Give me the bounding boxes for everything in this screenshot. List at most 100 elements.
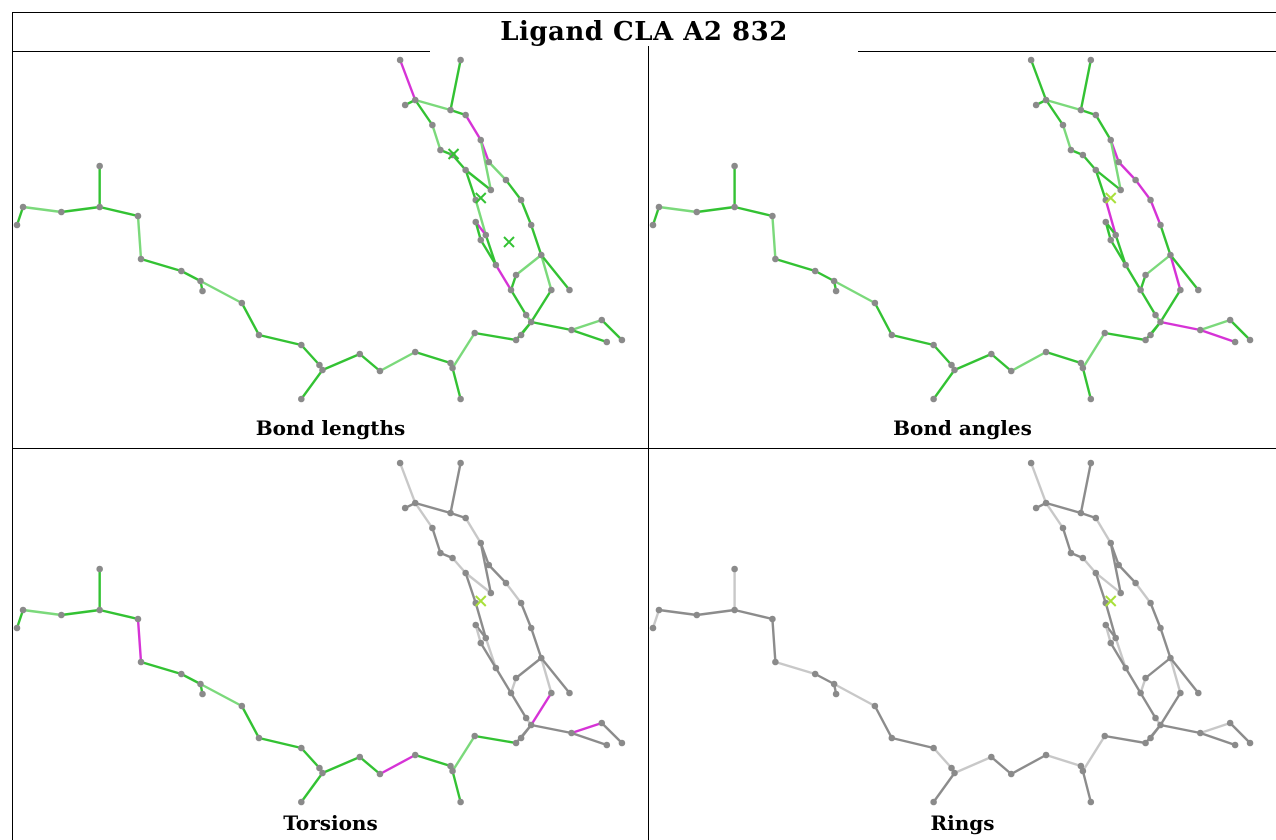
bond: [600, 721, 624, 745]
atom: [1079, 767, 1087, 775]
atom: [948, 361, 955, 369]
bond: [695, 608, 736, 617]
bond: [300, 368, 324, 401]
bond: [494, 666, 513, 695]
bond: [1081, 331, 1106, 370]
atom: [598, 719, 606, 727]
atom: [618, 336, 626, 344]
bond: [378, 753, 417, 776]
atom: [693, 611, 701, 619]
bond: [136, 214, 143, 261]
bond: [953, 352, 993, 372]
bond: [932, 771, 956, 804]
atom: [1117, 186, 1124, 194]
atom: [512, 674, 520, 682]
ring-center-marker: [447, 148, 460, 160]
atom: [447, 106, 454, 114]
bond: [529, 691, 553, 727]
atom: [1137, 286, 1144, 294]
atom: [401, 101, 409, 109]
atom: [477, 136, 485, 144]
atom: [477, 639, 485, 647]
atom: [1157, 318, 1164, 326]
bond: [494, 263, 513, 292]
atom: [1079, 364, 1087, 372]
atom: [1142, 739, 1149, 747]
atom: [447, 509, 454, 517]
bond: [570, 721, 603, 735]
atom: [502, 579, 510, 587]
atom: [930, 341, 937, 349]
bond: [487, 563, 508, 585]
atom: [655, 203, 663, 211]
grid-divider-vertical: [648, 46, 649, 840]
bond: [321, 352, 361, 372]
bond: [1010, 753, 1048, 776]
atom: [1042, 348, 1050, 356]
atom: [96, 565, 103, 573]
bond: [519, 601, 533, 630]
atom: [482, 231, 490, 239]
bond: [451, 734, 476, 773]
atom: [492, 664, 500, 672]
atom: [1027, 56, 1035, 64]
bond: [451, 153, 467, 172]
atom: [832, 690, 840, 698]
atom: [1032, 504, 1040, 512]
bond: [139, 257, 183, 273]
bond: [240, 301, 261, 337]
atom: [772, 658, 779, 666]
bond: [1044, 501, 1083, 515]
atom: [1087, 798, 1095, 806]
atom: [449, 364, 456, 372]
bond: [1149, 198, 1162, 227]
atom: [199, 690, 206, 698]
bond: [464, 516, 482, 545]
atom: [1067, 549, 1075, 557]
atom: [96, 162, 103, 170]
atom: [1196, 326, 1204, 334]
bond: [21, 205, 63, 214]
atom: [871, 299, 879, 307]
atom: [137, 255, 145, 263]
atom: [1107, 136, 1115, 144]
bond: [414, 350, 452, 365]
atom: [888, 734, 896, 742]
bond: [464, 168, 493, 192]
bond: [431, 526, 442, 555]
grid-divider-horizontal: [12, 448, 1276, 449]
bond: [514, 656, 543, 680]
bond: [890, 736, 935, 750]
atom: [376, 770, 384, 778]
bond: [529, 723, 573, 735]
bond: [1159, 723, 1202, 735]
bond: [514, 253, 543, 277]
bond: [1117, 160, 1137, 182]
molecule-bond-angles: [649, 56, 1254, 403]
bond: [1044, 98, 1065, 127]
atom: [1087, 459, 1095, 467]
atom: [96, 203, 103, 211]
atom: [1042, 96, 1050, 104]
atom: [537, 251, 545, 259]
atom: [517, 599, 525, 607]
bond: [1144, 656, 1172, 680]
bond: [990, 352, 1013, 373]
bond: [257, 736, 303, 750]
atom: [471, 329, 479, 337]
bond: [60, 608, 101, 617]
atom: [930, 744, 937, 752]
bond: [540, 253, 571, 292]
bond: [509, 691, 528, 720]
bond: [1094, 516, 1112, 545]
atom: [449, 554, 456, 562]
atom: [1077, 106, 1085, 114]
atom: [197, 680, 204, 688]
bond: [1169, 253, 1182, 292]
bond: [832, 682, 877, 708]
bond: [1094, 571, 1122, 595]
bond: [300, 746, 321, 770]
atom: [871, 702, 879, 710]
atom: [477, 539, 485, 547]
title-rule-right: [858, 51, 1276, 52]
